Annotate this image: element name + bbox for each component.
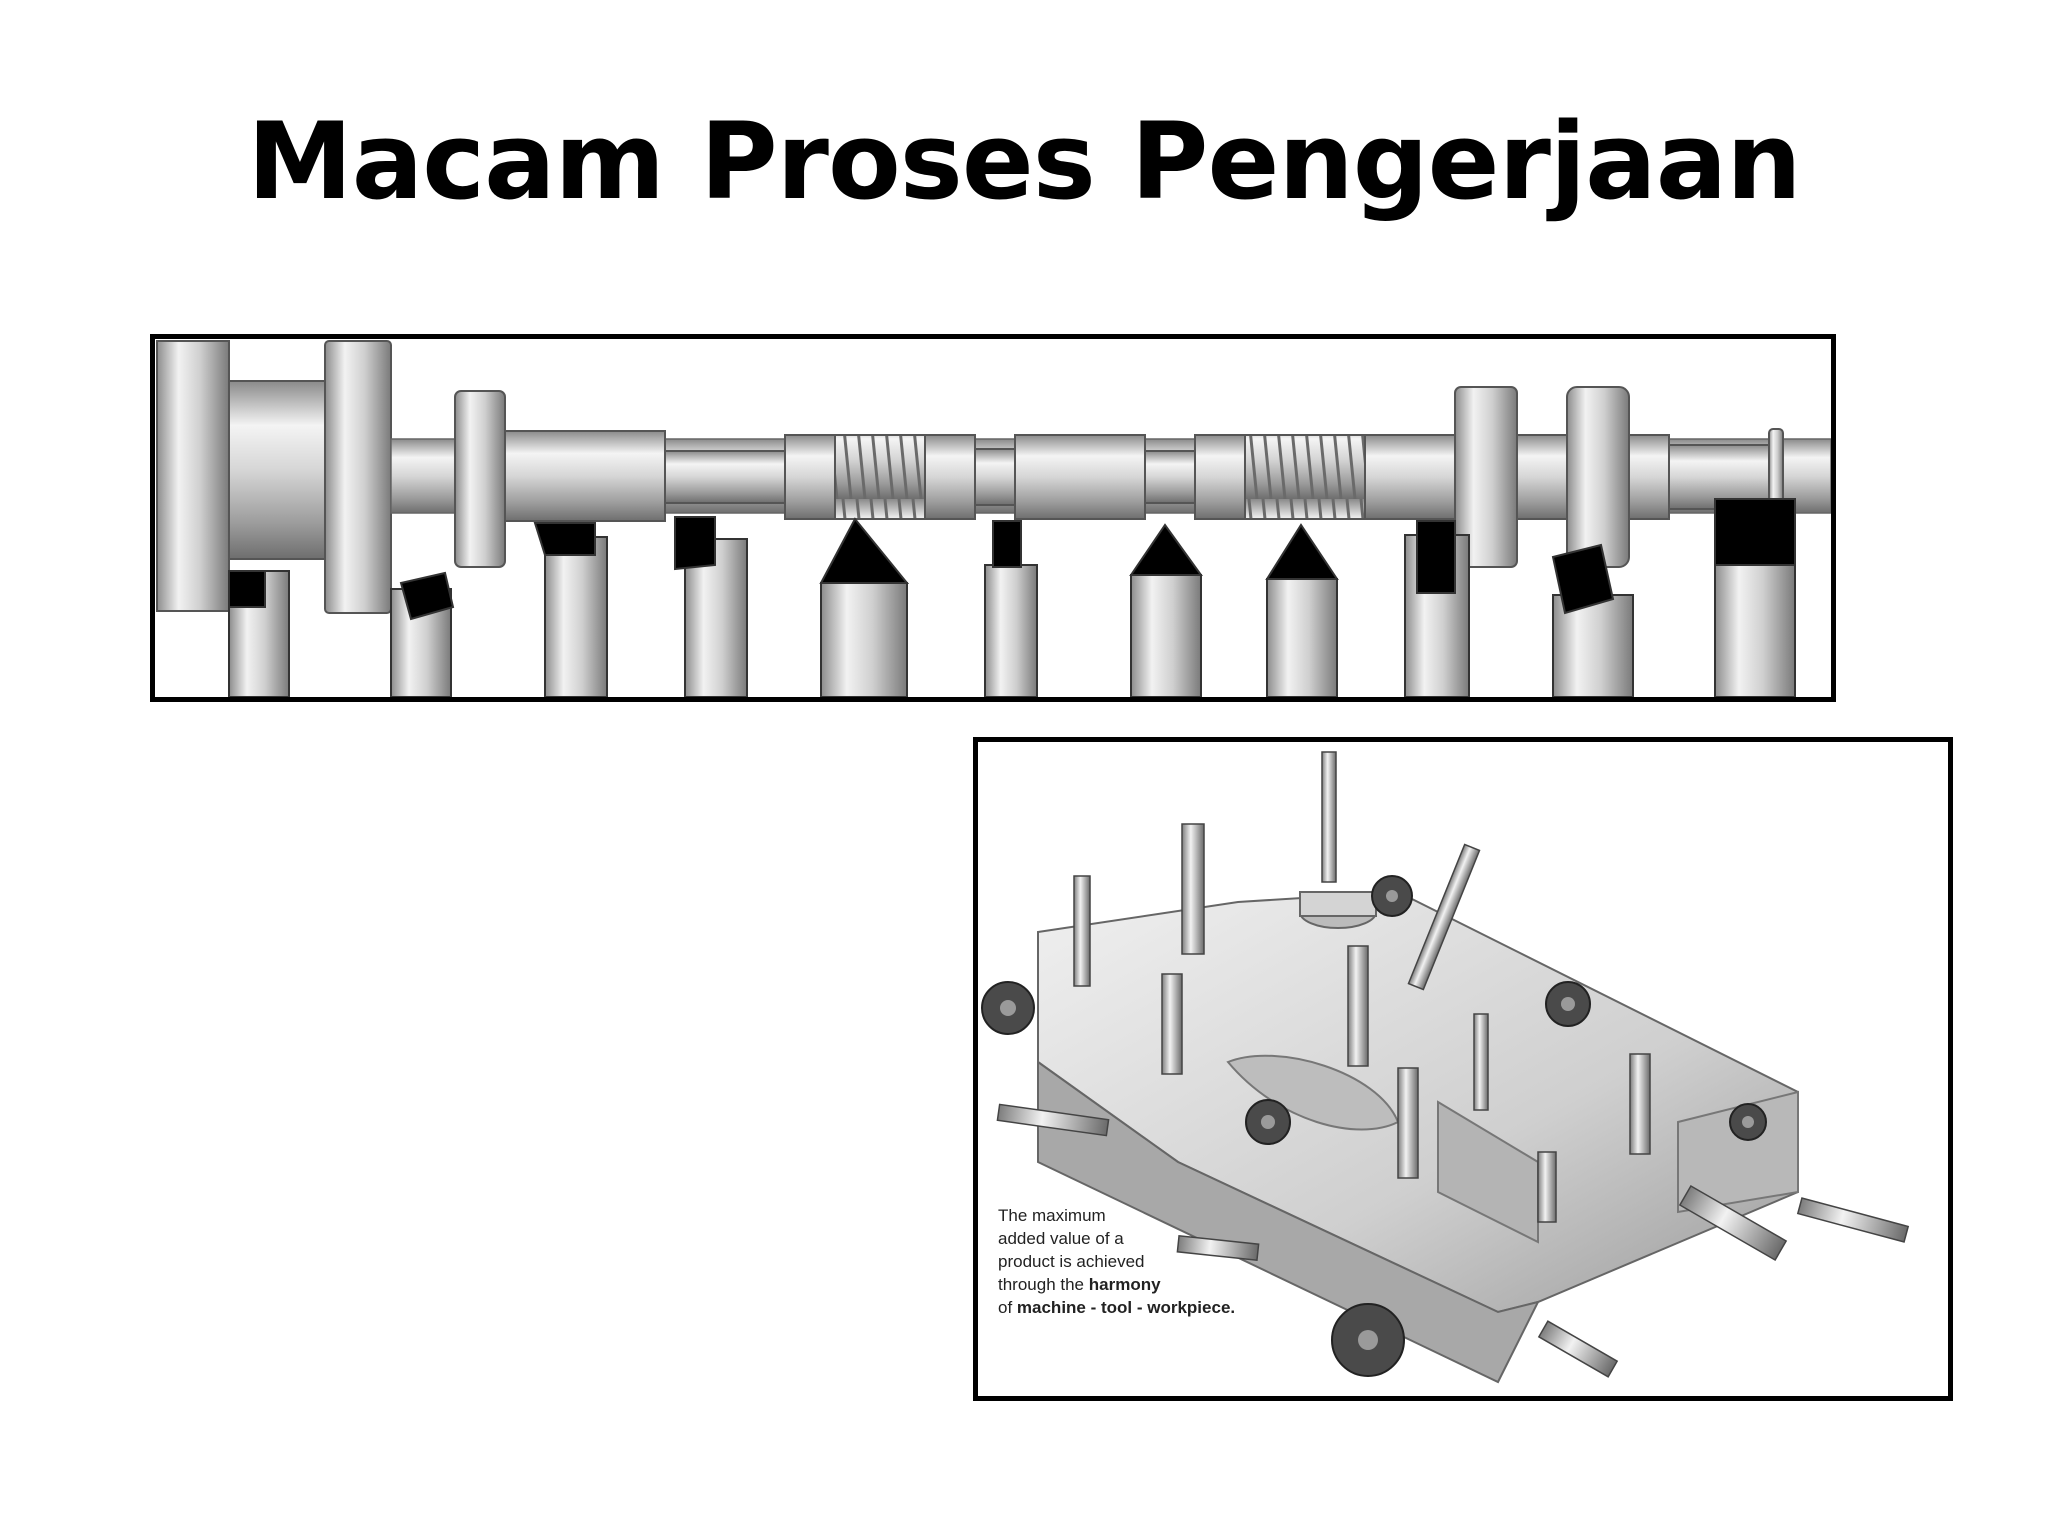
caption-line: The maximum — [998, 1206, 1106, 1225]
milling-workpiece-tools-illustration — [981, 751, 1910, 1384]
caption-line: of machine - tool - workpiece. — [998, 1296, 1318, 1319]
caption-emphasis: machine - tool - workpiece. — [1016, 1298, 1236, 1317]
lathe-turning-operations-illustration — [156, 340, 1831, 697]
caption-text: of — [998, 1298, 1017, 1317]
caption-text: through the — [998, 1275, 1089, 1294]
caption-line: added value of a — [998, 1229, 1124, 1248]
milling-caption: The maximum added value of a product is … — [998, 1204, 1318, 1319]
lathe-operations-figure — [150, 334, 1836, 702]
caption-line: product is achieved — [998, 1252, 1145, 1271]
milling-operations-figure: The maximum added value of a product is … — [973, 737, 1953, 1401]
caption-emphasis: harmony — [1088, 1275, 1161, 1294]
slide-title: Macam Proses Pengerjaan — [247, 100, 1801, 223]
caption-line: through the harmony — [998, 1273, 1318, 1296]
